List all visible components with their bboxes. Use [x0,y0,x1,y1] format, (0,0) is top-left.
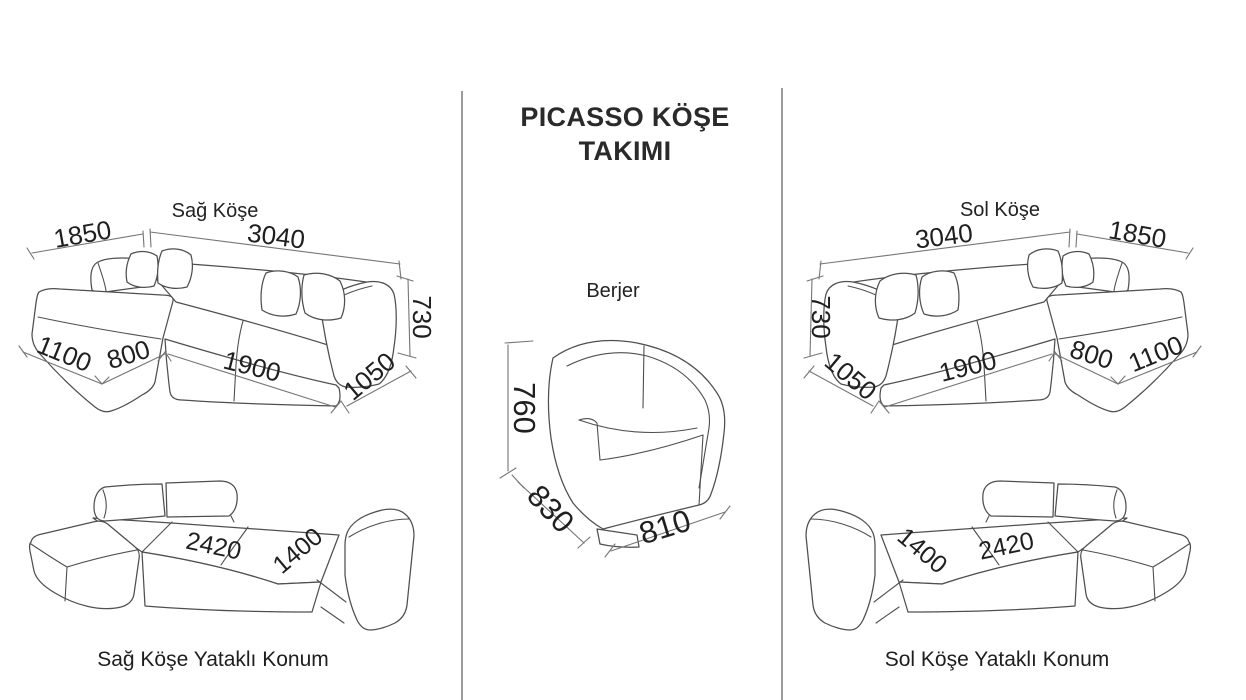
berjer-diagram: 760 830 810 [499,339,731,558]
divider-left [461,91,463,700]
dim-label-760: 760 [507,382,542,434]
label-berjer: Berjer [586,280,640,302]
sol-bed-diagram: 1400 2420 [805,480,1192,631]
sag-bed-diagram: 2420 1400 [28,480,415,631]
dim-label-730: 730 [407,295,437,338]
dim-label-1850: 1850 [51,214,113,254]
sag-kose-diagram: 1850 3040 730 1050 1100 800 1900 [18,214,437,414]
label-sag-kose: Sağ Köşe [171,200,259,222]
page-title-line1: PICASSO KÖŞE [520,102,730,132]
caption-sag-bed: Sağ Köşe Yataklı Konum [97,648,329,671]
label-sol-kose: Sol Köşe [959,199,1041,221]
divider-right [781,88,783,700]
page-title-line2: TAKIMI [578,136,672,166]
sol-kose-diagram: 3040 1850 730 1050 1100 800 1900 [803,214,1202,414]
dim-label-1850: 1850 [1106,214,1168,254]
dim-label-3040: 3040 [246,218,307,255]
dim-label-3040: 3040 [913,218,974,255]
page-title: PICASSO KÖŞE TAKIMI [520,100,729,168]
dim-label-730: 730 [806,295,836,338]
caption-sol-bed: Sol Köşe Yataklı Konum [884,648,1110,671]
